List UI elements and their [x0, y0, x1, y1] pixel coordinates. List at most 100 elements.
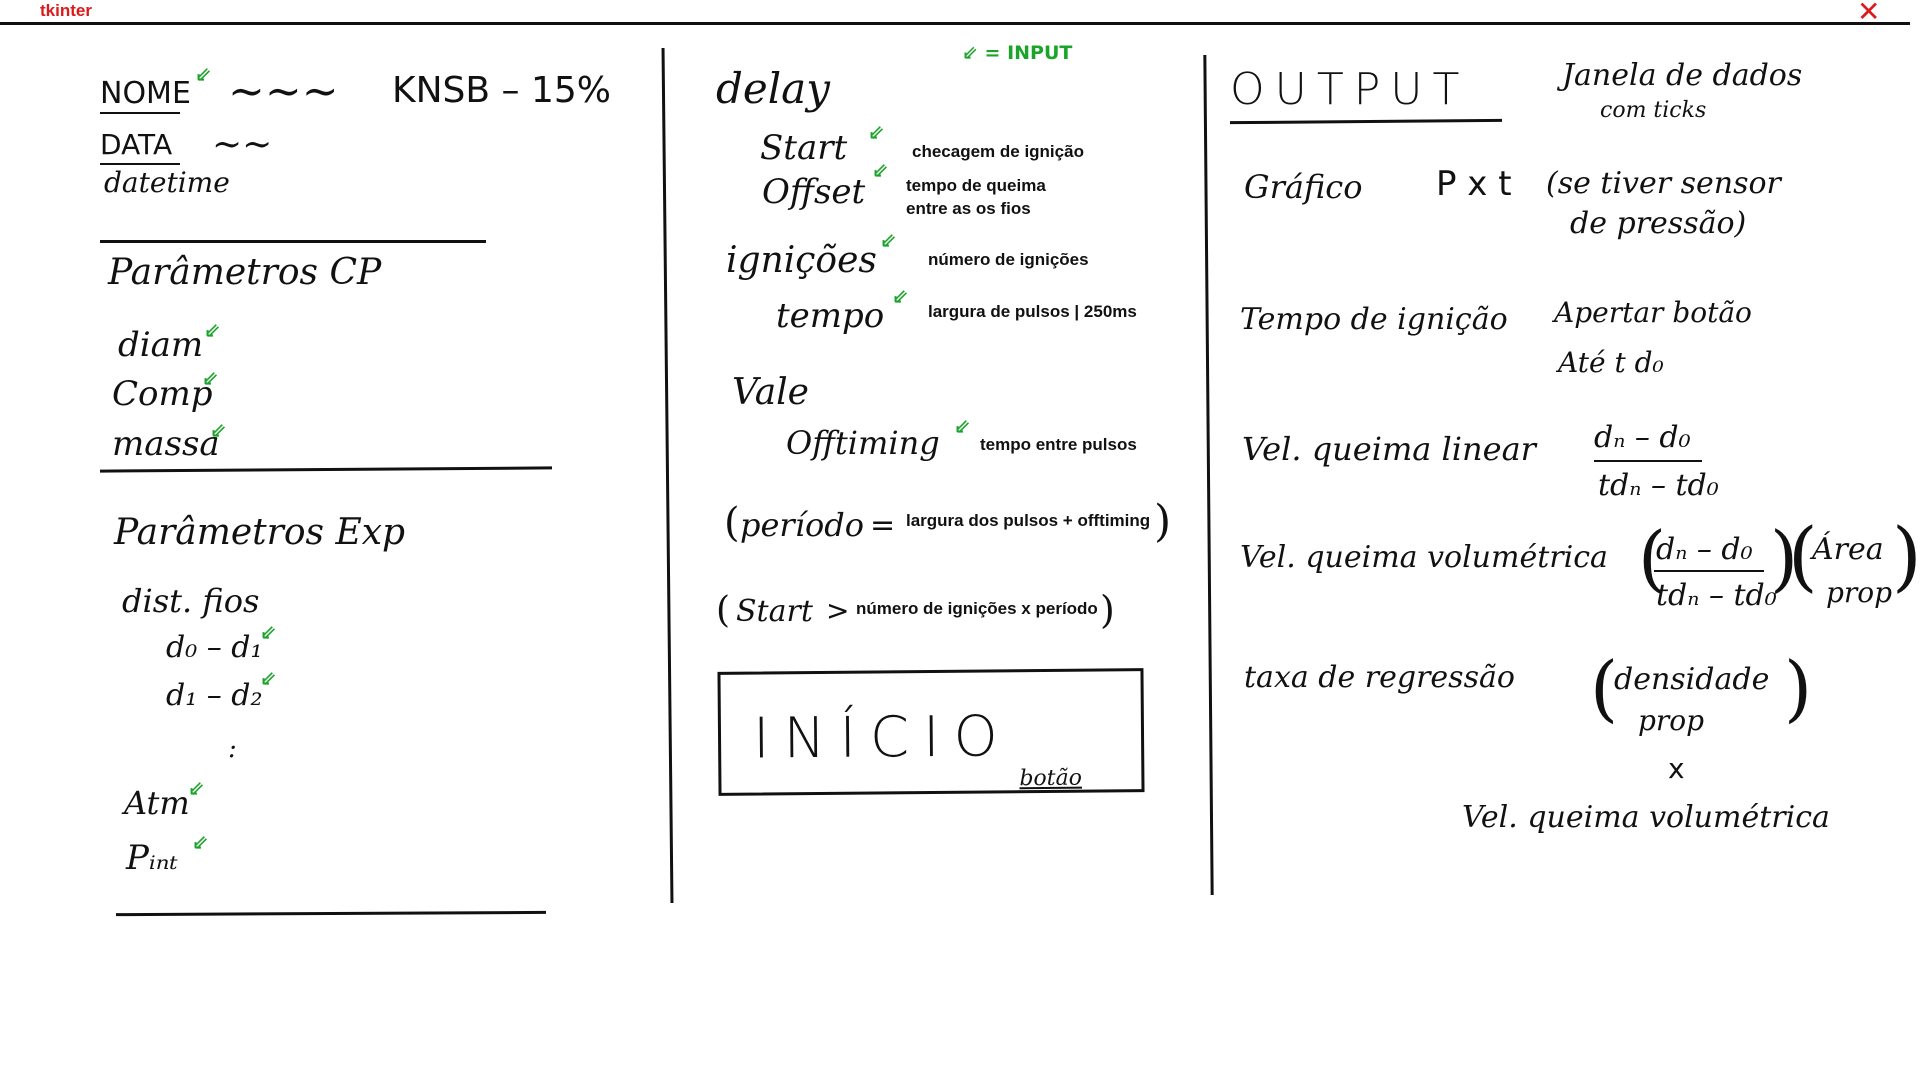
data-underline: [100, 163, 180, 165]
offtiming-input-icon[interactable]: ⇙: [954, 414, 971, 438]
column-divider-left: [661, 48, 674, 903]
periodo-open-paren: (: [724, 500, 740, 546]
tempo-ignicao-value-2: Até t d₀: [1558, 346, 1664, 379]
inicio-button-sublabel: botão: [1019, 765, 1083, 792]
periodo-close-paren: ): [1154, 496, 1172, 547]
ignicoes-input-icon[interactable]: ⇙: [880, 228, 897, 252]
tempo-ignicao-value-1: Apertar botão: [1554, 296, 1752, 329]
vel-vol-numerator: dₙ – d₀: [1656, 532, 1753, 567]
start-note: checagem de ignição: [912, 142, 1084, 161]
window-title: tkinter: [40, 1, 92, 20]
start-calc-open-paren: (: [716, 590, 731, 631]
grafico-label: Gráfico: [1244, 168, 1363, 206]
output-title: OUTPUT: [1230, 64, 1470, 115]
output-note-1: Janela de dados: [1562, 58, 1803, 93]
atm-input-icon[interactable]: ⇙: [188, 776, 205, 800]
column-divider-right: [1203, 55, 1214, 895]
offset-input-icon[interactable]: ⇙: [872, 158, 889, 182]
d0-d1-input-icon[interactable]: ⇙: [260, 620, 277, 644]
offtiming-label: Offtiming: [786, 424, 940, 462]
cp-title: Parâmetros CP: [108, 252, 382, 293]
times-sign: x: [1668, 752, 1685, 785]
dist-field-d1-d2-label: d₁ – d₂: [166, 678, 263, 713]
ignicoes-label: ignições: [726, 240, 877, 281]
data-label: DATA: [100, 128, 173, 161]
output-underline: [1229, 118, 1503, 125]
pint-input-icon[interactable]: ⇙: [192, 830, 209, 854]
vel-vol-open-paren: (: [1638, 516, 1667, 600]
vel-linear-denominator: tdₙ – td₀: [1598, 468, 1719, 503]
close-icon[interactable]: ✕: [1857, 0, 1881, 28]
inicio-button[interactable]: INÍCIO botão: [717, 668, 1145, 796]
pint-label: Pᵢₙₜ: [126, 838, 178, 878]
grafico-note-2: de pressão): [1570, 206, 1747, 241]
left-divider-1: [100, 240, 486, 243]
start-calc-arrow: >: [826, 594, 850, 627]
offset-note-2: entre as os fios: [906, 199, 1031, 218]
dist-label: dist. fios: [122, 582, 260, 620]
vel-vol-close-paren: ): [1770, 516, 1799, 600]
cp-field-comp-label: Comp: [112, 374, 213, 414]
massa-input-icon[interactable]: ⇙: [210, 418, 227, 442]
nome-value[interactable]: KNSB – 15%: [392, 70, 611, 111]
start-calc-close-paren: ): [1100, 588, 1115, 632]
area-label-1: Área: [1812, 532, 1884, 567]
periodo-equals: =: [870, 508, 896, 543]
datetime-label: datetime: [104, 166, 230, 199]
densidade-label-2: prop: [1638, 704, 1705, 737]
periodo-note: largura dos pulsos + offtiming: [906, 511, 1151, 530]
vel-linear-numerator: dₙ – d₀: [1594, 420, 1691, 455]
title-divider: [0, 22, 1910, 25]
atm-label: Atm: [124, 784, 190, 822]
title-bar: tkinter ✕: [0, 0, 1920, 28]
tempo-note: largura de pulsos | 250ms: [928, 302, 1137, 321]
nome-underline: [100, 112, 180, 114]
nome-label: NOME: [100, 76, 191, 111]
delay-title: delay: [716, 64, 830, 113]
start-calc-note: número de ignições x período: [856, 599, 1098, 618]
d1-d2-input-icon[interactable]: ⇙: [260, 666, 277, 690]
inicio-button-label: INÍCIO: [752, 704, 1012, 772]
comp-input-icon[interactable]: ⇙: [202, 366, 219, 390]
start-label: Start: [760, 128, 848, 168]
vale-title: Vale: [732, 372, 809, 413]
vel-volumetrica-repeat: Vel. queima volumétrica: [1462, 800, 1830, 835]
nome-scribble: ∼∼∼: [228, 66, 339, 117]
area-close-paren: ): [1892, 511, 1920, 600]
grafico-value: P x t: [1436, 164, 1512, 204]
ignicoes-note: número de ignições: [928, 250, 1089, 269]
offset-note-1: tempo de queima: [906, 176, 1046, 195]
vel-vol-denominator: tdₙ – td₀: [1656, 578, 1777, 613]
input-legend: ⇙ = INPUT: [962, 42, 1073, 64]
vel-linear-label: Vel. queima linear: [1242, 430, 1536, 468]
tempo-ignicao-label: Tempo de ignição: [1240, 302, 1508, 337]
area-label-2: prop: [1826, 576, 1893, 609]
cp-field-diam-label: diam: [118, 325, 204, 365]
vel-linear-fraction-bar: [1594, 460, 1702, 462]
start-input-icon[interactable]: ⇙: [868, 120, 885, 144]
nome-input-icon: ⇙: [195, 62, 212, 86]
tempo-label: tempo: [776, 296, 885, 336]
exp-title: Parâmetros Exp: [114, 512, 406, 553]
periodo-label: período: [740, 506, 864, 544]
left-divider-2: [99, 466, 553, 473]
vel-vol-fraction-bar: [1654, 570, 1764, 572]
grafico-note-1: (se tiver sensor: [1546, 166, 1781, 201]
densidade-open-paren: (: [1590, 646, 1619, 730]
left-divider-3: [115, 910, 547, 917]
dist-ellipsis: :: [228, 734, 237, 764]
output-note-2: com ticks: [1600, 98, 1707, 123]
taxa-regressao-label: taxa de regressão: [1244, 660, 1515, 695]
cp-field-massa-label: massa: [112, 424, 220, 464]
dist-field-d0-d1-label: d₀ – d₁: [166, 630, 263, 665]
diam-input-icon[interactable]: ⇙: [204, 318, 221, 342]
offtiming-note: tempo entre pulsos: [980, 435, 1137, 454]
vel-volumetrica-label: Vel. queima volumétrica: [1240, 540, 1608, 575]
offset-label: Offset: [762, 172, 866, 212]
start-calc-label: Start: [736, 594, 813, 629]
area-open-paren: (: [1788, 511, 1818, 600]
densidade-label-1: densidade: [1614, 662, 1770, 697]
tempo-input-icon[interactable]: ⇙: [892, 284, 909, 308]
densidade-close-paren: ): [1784, 646, 1813, 730]
data-scribble[interactable]: ∼∼: [212, 124, 273, 165]
